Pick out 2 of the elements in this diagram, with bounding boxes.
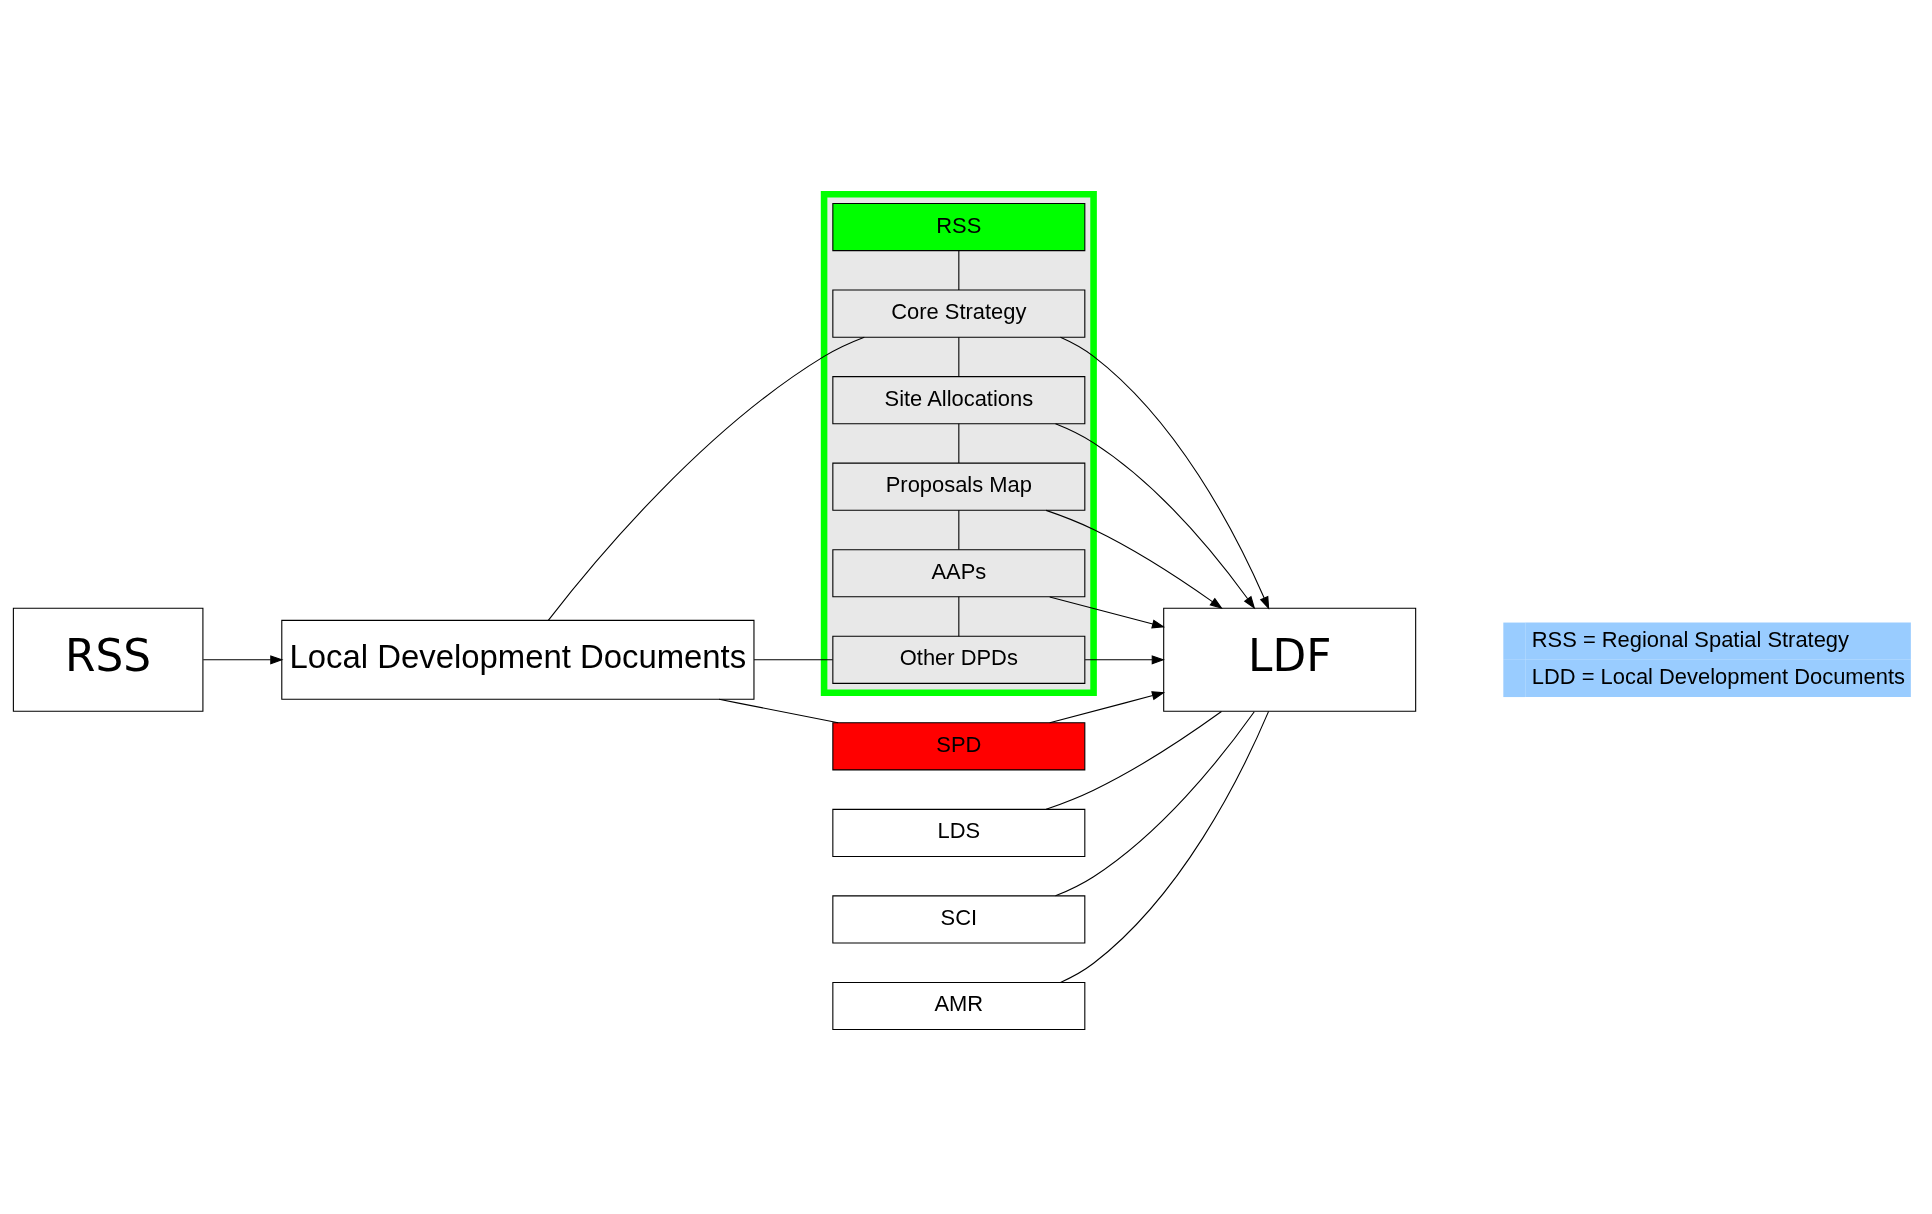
legend-label: LDD = Local Development Documents [1531, 663, 1905, 689]
legend-label: RSS = Regional Spatial Strategy [1531, 626, 1849, 652]
